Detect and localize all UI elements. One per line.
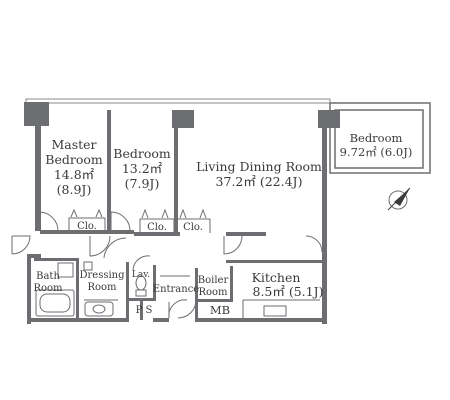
master-bedroom-name-1: Master [51, 137, 96, 152]
pipe-space-name: P S [136, 305, 153, 316]
living-dining-name: Living Dining Room [196, 159, 322, 174]
boiler-room-name-1: Boiler [198, 275, 229, 286]
window-strip [25, 98, 331, 104]
dressing-room-name-2: Room [87, 282, 117, 293]
bedroom-2-area: 13.2㎡ [122, 161, 163, 176]
master-bedroom-name-2: Bedroom [45, 152, 103, 167]
bedroom-3-area: 9.72㎡ (6.0J) [340, 145, 413, 159]
kitchen-name: Kitchen [252, 270, 301, 285]
balcony-wall [329, 102, 431, 174]
boiler-room-name-2: Room [198, 287, 228, 298]
closet-label-3: Clo. [183, 222, 203, 233]
master-bedroom-area: 14.8㎡ [54, 167, 95, 182]
walls [24, 102, 340, 324]
bath-room-name-1: Bath [36, 271, 60, 282]
closet-label-1: Clo. [77, 221, 97, 232]
bedroom-2-area-jo: (7.9J) [125, 176, 160, 191]
north-arrow-icon [387, 187, 411, 211]
room-labels: Master Bedroom 14.8㎡ (8.9J) Bedroom 13.2… [33, 131, 412, 317]
entrance-name: Entrance [153, 284, 200, 295]
bath-room-name-2: Room [33, 283, 63, 294]
bedroom-2-name: Bedroom [113, 146, 171, 161]
closet-outlines [68, 208, 320, 318]
meter-box-name: MB [210, 303, 230, 317]
closet-label-2: Clo. [147, 222, 167, 233]
lavatory-name: Lav. [132, 270, 150, 280]
fixtures [35, 261, 147, 317]
bedroom-3-name: Bedroom [350, 131, 403, 145]
master-bedroom-area-jo: (8.9J) [57, 182, 92, 197]
living-dining-area: 37.2㎡ (22.4J) [216, 174, 303, 189]
kitchen-area: 8.5㎡ (5.1J) [253, 284, 324, 299]
doors [11, 211, 323, 319]
dressing-room-name-1: Dressing [79, 270, 125, 281]
